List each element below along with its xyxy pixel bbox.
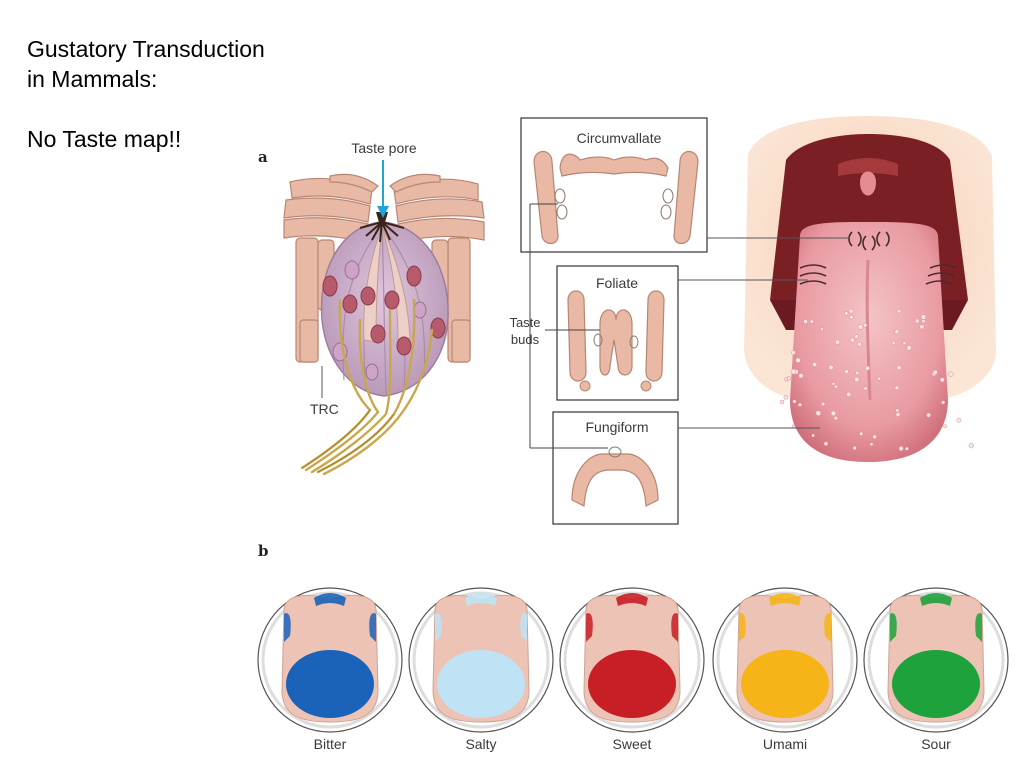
taste-region-tip xyxy=(616,593,648,606)
taste-region-front xyxy=(892,650,980,718)
taste-region-front xyxy=(437,650,525,718)
taste-region-right-edge xyxy=(824,613,831,642)
taste-region-right-edge xyxy=(975,613,982,642)
slide-title: Gustatory Transduction in Mammals: xyxy=(27,34,265,94)
taste-region-tip xyxy=(314,593,346,606)
trc-label: TRC xyxy=(310,401,339,417)
papillae-leader-lines xyxy=(678,237,850,429)
tongue-illustration xyxy=(744,116,996,462)
panel-a-letter: a xyxy=(258,148,268,166)
taste-region-left-edge xyxy=(284,613,291,642)
foliate-label: Foliate xyxy=(596,275,638,291)
taste-label-sweet: Sweet xyxy=(613,736,652,752)
fungiform-box xyxy=(552,411,679,525)
foliate-box xyxy=(556,265,679,401)
taste-bud-drawing xyxy=(283,160,485,476)
taste-map-sweet: Sweet xyxy=(559,587,705,752)
taste-region-tip xyxy=(920,593,952,606)
taste-region-left-edge xyxy=(586,613,593,642)
taste-buds-label-line2: buds xyxy=(511,332,540,347)
taste-pore-label: Taste pore xyxy=(351,140,417,156)
taste-region-left-edge xyxy=(739,613,746,642)
taste-region-right-edge xyxy=(369,613,376,642)
taste-region-right-edge xyxy=(671,613,678,642)
taste-map-umami: Umami xyxy=(712,587,858,752)
taste-map-sour: Sour xyxy=(863,587,1009,752)
taste-buds-connector xyxy=(529,203,608,449)
taste-map-salty: Salty xyxy=(408,587,554,752)
taste-region-tip xyxy=(769,593,801,606)
taste-region-left-edge xyxy=(890,613,897,642)
taste-label-salty: Salty xyxy=(465,736,496,752)
taste-region-tip xyxy=(465,593,497,606)
taste-buds-label-line1: Taste xyxy=(509,315,540,330)
slide-subtitle: No Taste map!! xyxy=(27,126,182,152)
taste-label-sour: Sour xyxy=(921,736,951,752)
taste-region-front xyxy=(588,650,676,718)
taste-label-umami: Umami xyxy=(763,736,807,752)
taste-region-front xyxy=(741,650,829,718)
slide-title-line1: Gustatory Transduction xyxy=(27,36,265,62)
circumvallate-box xyxy=(520,117,708,253)
taste-region-front xyxy=(286,650,374,718)
taste-map-row: Bitter Salty Sweet Umami Sour xyxy=(257,587,1009,752)
panel-b-letter: b xyxy=(258,542,269,560)
slide-title-line2: in Mammals: xyxy=(27,66,158,92)
taste-map-bitter: Bitter xyxy=(257,587,403,752)
taste-region-left-edge xyxy=(435,613,442,642)
taste-label-bitter: Bitter xyxy=(314,736,347,752)
fungiform-label: Fungiform xyxy=(585,419,648,435)
circumvallate-label: Circumvallate xyxy=(577,130,662,146)
taste-region-right-edge xyxy=(520,613,527,642)
